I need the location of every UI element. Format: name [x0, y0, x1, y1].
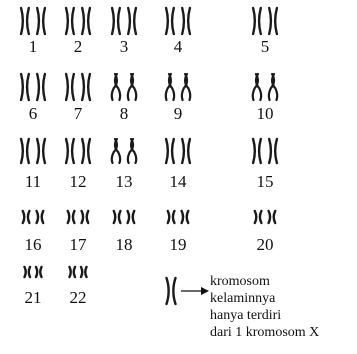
chromosome-2-b — [82, 8, 90, 34]
chromosome-pair-15: 15 — [253, 139, 277, 191]
chromosome-19-b — [182, 211, 189, 223]
chromosome-13-a — [112, 139, 120, 163]
chromosome-12-b — [82, 139, 90, 163]
chromosome-1-b — [37, 8, 45, 34]
chromosome-15-a — [253, 139, 261, 163]
chromosome-8-a — [112, 74, 120, 100]
chromosome-pair-20: 20 — [255, 211, 275, 254]
chromosome-10-a — [253, 74, 261, 100]
chromosome-pair-4: 4 — [166, 8, 190, 56]
sex-chromosome-note-line-3: hanya terdiri — [210, 308, 281, 324]
pair-label-10: 10 — [257, 104, 274, 123]
chromosome-4-b — [182, 8, 190, 34]
chromosome-15-b — [269, 139, 277, 163]
chromosome-14-b — [182, 139, 190, 163]
pair-label-17: 17 — [70, 235, 88, 254]
chromosome-pair-2: 2 — [66, 8, 90, 56]
chromosome-13-b — [128, 139, 136, 163]
chromosome-8-b — [128, 74, 136, 100]
chromosome-7-a — [66, 74, 74, 100]
pair-label-21: 21 — [25, 288, 42, 307]
pair-label-9: 9 — [174, 104, 183, 123]
x-chromosome-icon — [167, 278, 176, 304]
chromosome-21-a — [25, 267, 31, 277]
pair-label-15: 15 — [257, 172, 274, 191]
chromosome-11-a — [21, 139, 29, 163]
chromosome-pair-9: 9 — [166, 74, 191, 123]
chromosome-22-a — [70, 267, 76, 277]
pair-label-12: 12 — [70, 172, 87, 191]
chromosome-4-a — [166, 8, 174, 34]
pair-label-1: 1 — [29, 37, 38, 56]
chromosome-5-a — [253, 8, 261, 34]
pair-label-3: 3 — [120, 37, 129, 56]
chromosome-pair-11: 11 — [21, 139, 45, 191]
pair-label-5: 5 — [261, 37, 270, 56]
chromosome-9-a — [166, 74, 174, 100]
chromosome-6-a — [21, 74, 29, 100]
chromosome-18-b — [128, 211, 135, 223]
chromosome-20-b — [269, 211, 276, 223]
chromosome-pair-14: 14 — [166, 139, 190, 191]
chromosome-2-a — [66, 8, 74, 34]
chromosome-6-b — [37, 74, 45, 100]
chromosome-16-a — [23, 211, 30, 223]
chromosome-pair-19: 19 — [168, 211, 188, 254]
chromosome-14-a — [166, 139, 174, 163]
chromosome-22-b — [81, 267, 87, 277]
chromosome-3-b — [128, 8, 136, 34]
chromosome-pair-10: 10 — [253, 74, 278, 123]
pair-label-6: 6 — [29, 104, 38, 123]
chromosome-pair-5: 5 — [253, 8, 277, 56]
pair-label-13: 13 — [116, 172, 133, 191]
chromosome-10-b — [269, 74, 277, 100]
chromosome-20-a — [255, 211, 262, 223]
chromosome-11-b — [37, 139, 45, 163]
chromosome-pair-13: 13 — [112, 139, 137, 191]
chromosome-7-b — [82, 74, 90, 100]
chromosome-18-a — [114, 211, 121, 223]
chromosome-pair-3: 3 — [112, 8, 136, 56]
chromosome-pair-12: 12 — [66, 139, 90, 191]
chromosome-pair-7: 7 — [66, 74, 90, 123]
pair-label-18: 18 — [116, 235, 133, 254]
chromosome-pair-18: 18 — [114, 211, 134, 254]
pair-label-22: 22 — [70, 288, 87, 307]
chromosome-pair-1: 1 — [21, 8, 45, 56]
chromosome-3-a — [112, 8, 120, 34]
sex-chromosome-note-line-4: dari 1 kromosom X — [210, 325, 319, 341]
chromosome-pair-6: 6 — [21, 74, 45, 123]
sex-chromosome-note-line-2: kelaminnya — [210, 291, 275, 307]
chromosome-1-a — [21, 8, 29, 34]
chromosome-pair-16: 16 — [23, 211, 43, 254]
chromosome-19-a — [168, 211, 175, 223]
chromosome-21-b — [36, 267, 42, 277]
chromosome-17-a — [68, 211, 75, 223]
arrow-head — [201, 287, 209, 295]
pair-label-20: 20 — [257, 235, 274, 254]
pair-label-2: 2 — [74, 37, 83, 56]
chromosome-5-b — [269, 8, 277, 34]
chromosome-16-b — [37, 211, 44, 223]
chromosome-pair-21: 21 — [25, 267, 42, 307]
chromosome-12-a — [66, 139, 74, 163]
chromosome-9-b — [182, 74, 190, 100]
sex-chromosome-note-line-1: kromosom — [210, 274, 270, 290]
pair-label-11: 11 — [25, 172, 41, 191]
pair-label-8: 8 — [120, 104, 129, 123]
chromosome-pair-22: 22 — [70, 267, 87, 307]
chromosome-pair-8: 8 — [112, 74, 137, 123]
chromosome-17-b — [82, 211, 89, 223]
pair-label-4: 4 — [174, 37, 183, 56]
pair-label-19: 19 — [170, 235, 187, 254]
pair-label-7: 7 — [74, 104, 83, 123]
pair-label-16: 16 — [25, 235, 42, 254]
pair-label-14: 14 — [170, 172, 188, 191]
chromosome-pair-17: 17 — [68, 211, 88, 254]
